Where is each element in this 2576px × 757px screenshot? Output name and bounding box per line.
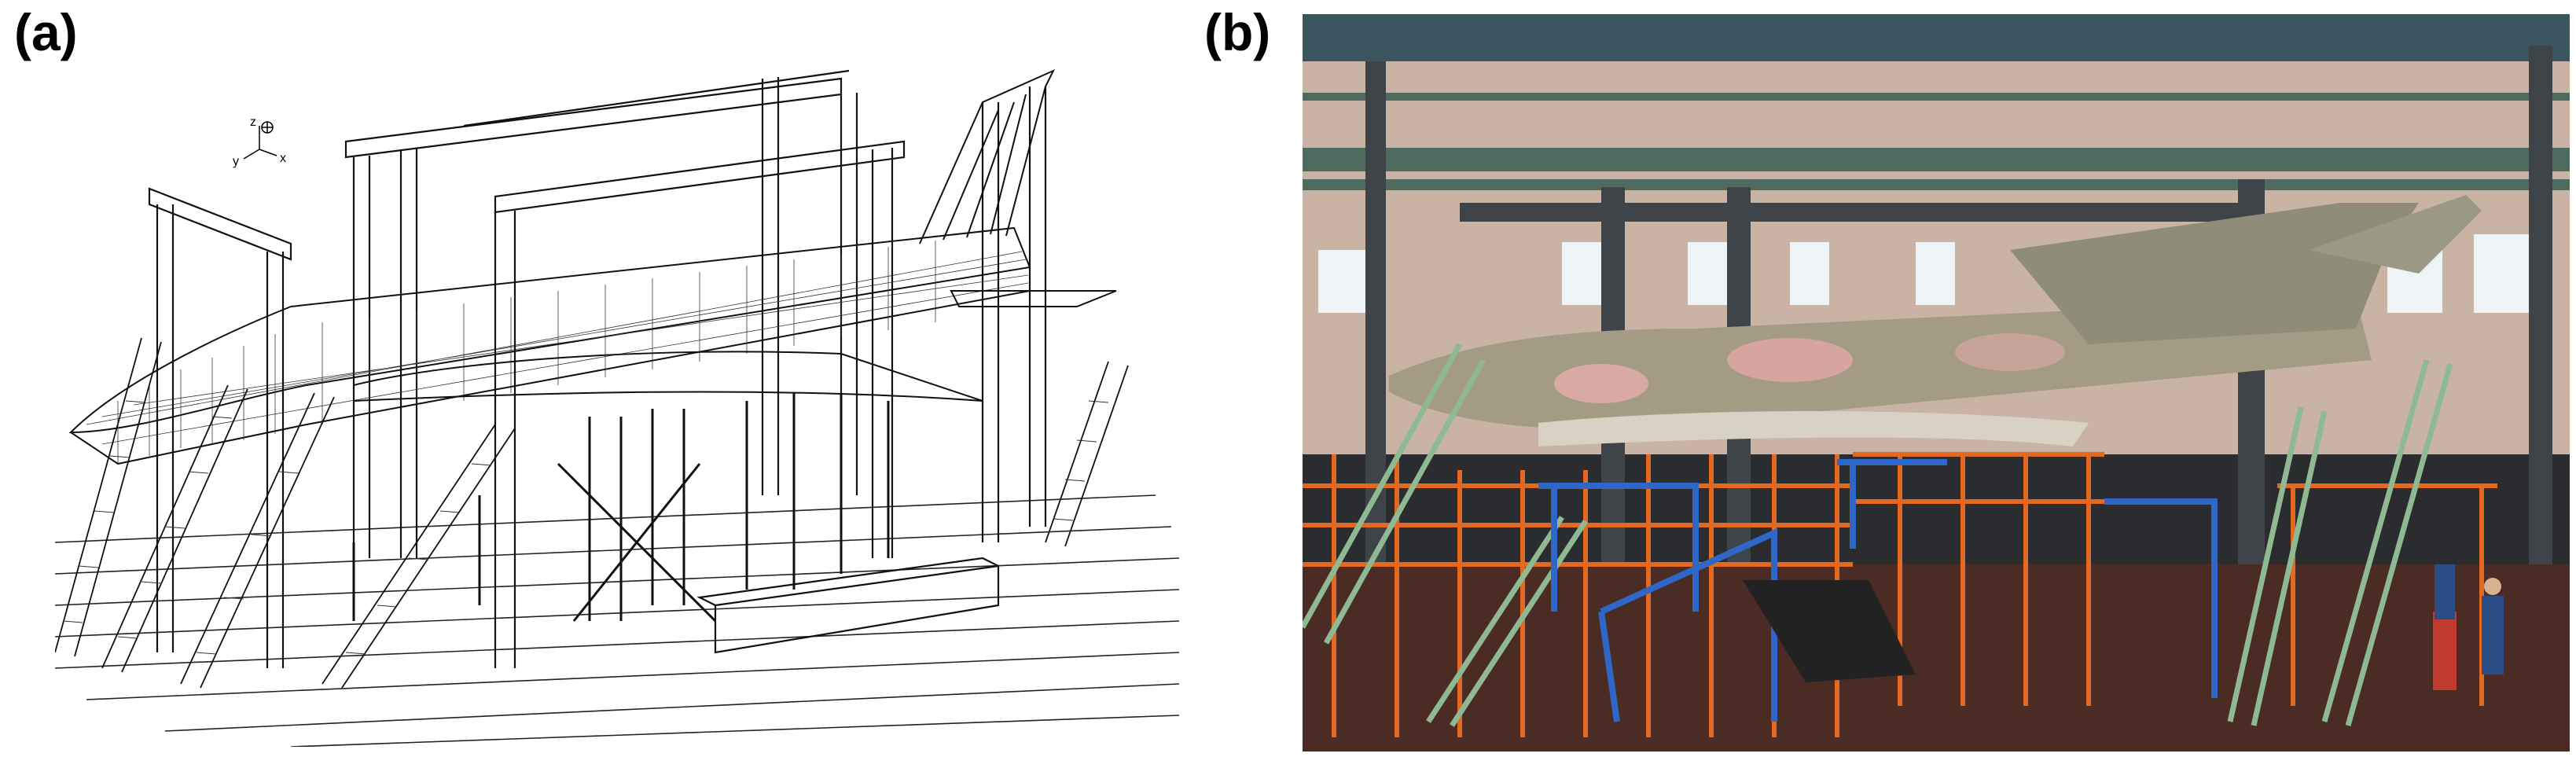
wing (353, 290, 1117, 402)
axis-y-label: y (233, 155, 239, 168)
panel-b-label: (b) (1204, 3, 1271, 61)
vertical-tail (919, 68, 1056, 244)
ladders (55, 337, 1129, 689)
work-platform (1743, 580, 1916, 682)
green-ladders (1303, 343, 2453, 727)
workers (2433, 564, 2504, 690)
actuators (352, 393, 890, 623)
axis-z-label: z (250, 116, 256, 129)
axis-x-label: x (280, 152, 286, 165)
fuselage (68, 226, 1031, 465)
hangar-photo (1303, 14, 2570, 751)
base-beam (696, 557, 1000, 654)
back-gantry (344, 69, 858, 558)
test-rig-line-drawing: z y x (55, 68, 1180, 747)
panel-a-label: (a) (14, 3, 78, 61)
cad-drawing-panel: z y x (55, 55, 1187, 747)
front-gantry (148, 86, 1047, 668)
aircraft (1389, 195, 2482, 446)
axes-triad (243, 121, 277, 160)
blue-frames (1538, 459, 2218, 722)
floor-grid (55, 494, 1180, 747)
hangar-photo-panel (1303, 14, 2570, 751)
